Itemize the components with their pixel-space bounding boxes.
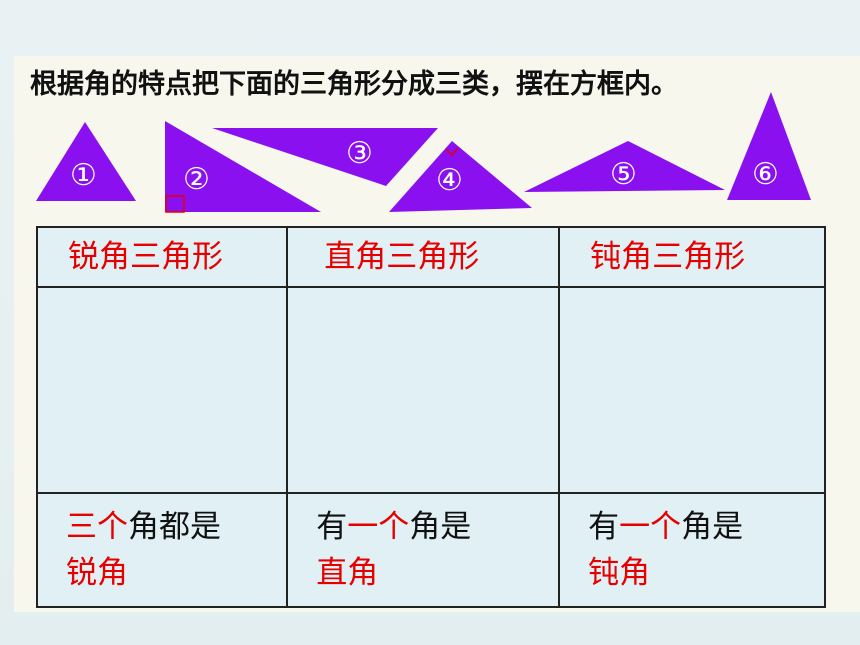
desc-obtuse-part2: 一个 — [619, 509, 682, 545]
desc-right-part4: 直角 — [316, 555, 379, 591]
triangle-6[interactable]: ⑥ — [727, 92, 811, 200]
drop-box-acute[interactable] — [35, 286, 289, 494]
desc-right: 有一个角是直角 — [288, 494, 558, 596]
triangle-2-right-angle-mark — [165, 195, 185, 213]
header-cell-obtuse: 钝角三角形 — [558, 226, 826, 288]
triangle-2-shape[interactable] — [165, 121, 321, 212]
desc-cell-acute: 三个角都是锐角 — [35, 492, 289, 608]
desc-obtuse-part1: 有 — [588, 509, 620, 545]
desc-obtuse: 有一个角是钝角 — [560, 494, 824, 596]
triangle-2-label: ② — [183, 162, 210, 197]
triangle-1-label: ① — [70, 158, 97, 193]
triangle-6-shape[interactable] — [727, 92, 811, 200]
header-obtuse: 钝角三角形 — [590, 239, 746, 275]
triangle-6-label: ⑥ — [752, 157, 779, 192]
triangle-5-shape[interactable] — [524, 141, 725, 192]
header-cell-acute: 锐角三角形 — [35, 226, 289, 288]
sorting-table: 锐角三角形 直角三角形 钝角三角形 三个角都是锐角 有一个角是直角 有一个角是钝… — [35, 226, 826, 608]
desc-cell-obtuse: 有一个角是钝角 — [558, 492, 826, 608]
triangle-4[interactable]: ④ — [389, 141, 532, 212]
triangle-5-label: ⑤ — [610, 157, 637, 192]
triangle-5[interactable]: ⑤ — [524, 141, 725, 192]
instruction-text: 根据角的特点把下面的三角形分成三类，摆在方框内。 — [30, 69, 678, 100]
triangle-1[interactable]: ① — [36, 122, 136, 201]
header-right: 直角三角形 — [324, 239, 480, 275]
header-acute: 锐角三角形 — [68, 239, 223, 275]
triangle-4-shape[interactable] — [389, 141, 532, 212]
triangle-4-label: ④ — [436, 163, 463, 198]
drop-box-right[interactable] — [286, 286, 561, 494]
desc-acute-part1: 三个 — [66, 509, 128, 545]
desc-acute-part3: 锐角 — [66, 555, 128, 591]
drop-row — [35, 286, 826, 494]
triangle-3[interactable]: ③ — [212, 128, 438, 186]
desc-acute-part2: 角都是 — [128, 509, 221, 545]
desc-cell-right: 有一个角是直角 — [286, 492, 561, 608]
desc-obtuse-part4: 钝角 — [588, 555, 651, 591]
description-row: 三个角都是锐角 有一个角是直角 有一个角是钝角 — [35, 492, 826, 608]
triangle-4-right-angle-mark — [445, 147, 459, 157]
triangle-2[interactable]: ② — [165, 121, 321, 213]
triangle-3-label: ③ — [346, 136, 373, 171]
desc-right-part3: 角是 — [409, 509, 472, 545]
header-row: 锐角三角形 直角三角形 钝角三角形 — [35, 226, 826, 288]
triangle-1-shape[interactable] — [36, 122, 136, 201]
header-cell-right: 直角三角形 — [286, 226, 561, 288]
desc-acute: 三个角都是锐角 — [38, 494, 286, 596]
desc-right-part1: 有 — [316, 509, 348, 545]
desc-obtuse-part3: 角是 — [681, 509, 744, 545]
desc-right-part2: 一个 — [347, 509, 410, 545]
triangle-3-shape[interactable] — [212, 128, 438, 186]
drop-box-obtuse[interactable] — [558, 286, 826, 494]
